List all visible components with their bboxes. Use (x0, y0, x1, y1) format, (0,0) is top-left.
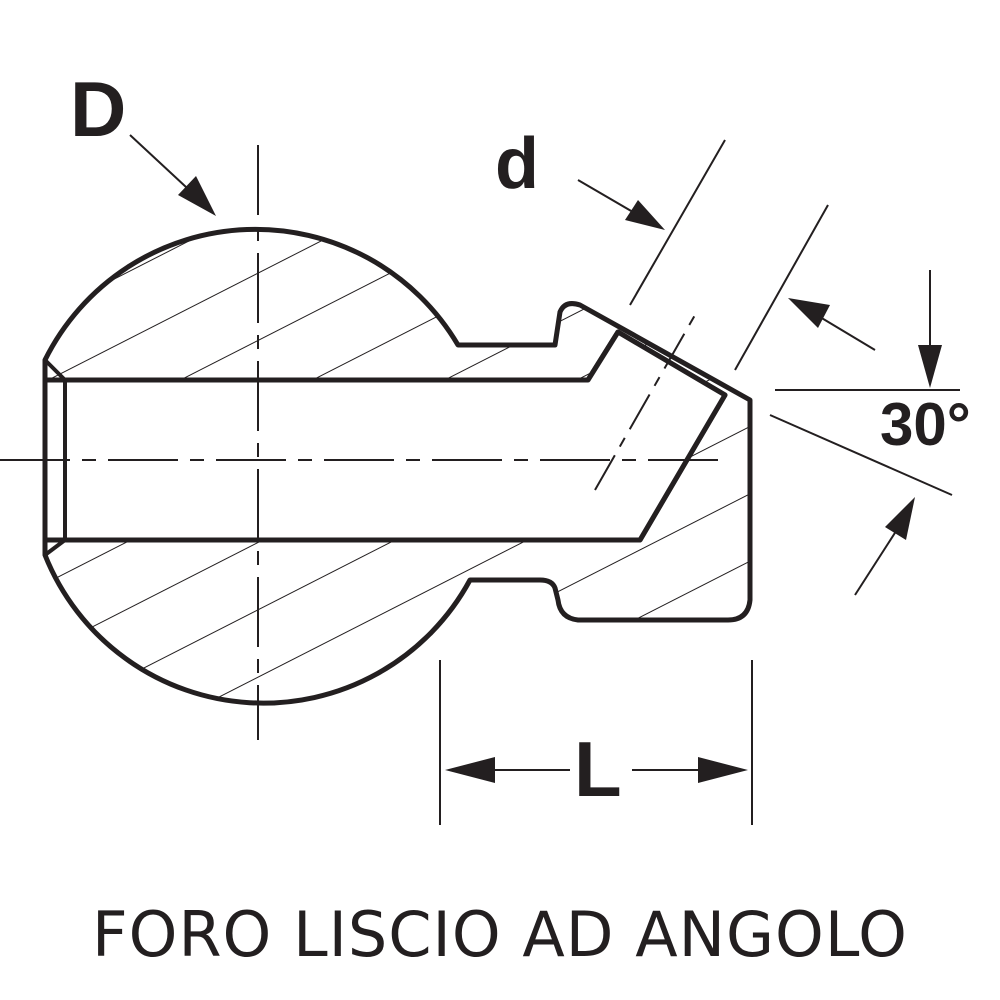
angle-arrow-line-2 (854, 524, 901, 596)
d-arrow-icon (625, 200, 665, 230)
label-d: d (495, 124, 539, 204)
chamfer-bottom (43, 538, 67, 557)
d-arrow-icon-2 (788, 298, 830, 328)
d-extension-2 (734, 204, 829, 371)
angle-line (769, 414, 953, 496)
label-angle: 30° (880, 391, 971, 458)
angled-centerline (594, 314, 696, 491)
label-L: L (574, 725, 622, 813)
d-extension-1 (629, 139, 726, 306)
L-arrow-left-icon (445, 757, 495, 783)
angle-arrow-icon-1 (918, 345, 942, 388)
L-arrow-right-icon (698, 757, 748, 783)
bore (42, 329, 728, 543)
chamfer-top (43, 358, 67, 382)
label-D: D (70, 65, 127, 153)
D-arrow-icon (178, 176, 216, 216)
angle-arrow-icon-2 (885, 497, 915, 540)
caption: FORO LISCIO AD ANGOLO (92, 898, 908, 971)
